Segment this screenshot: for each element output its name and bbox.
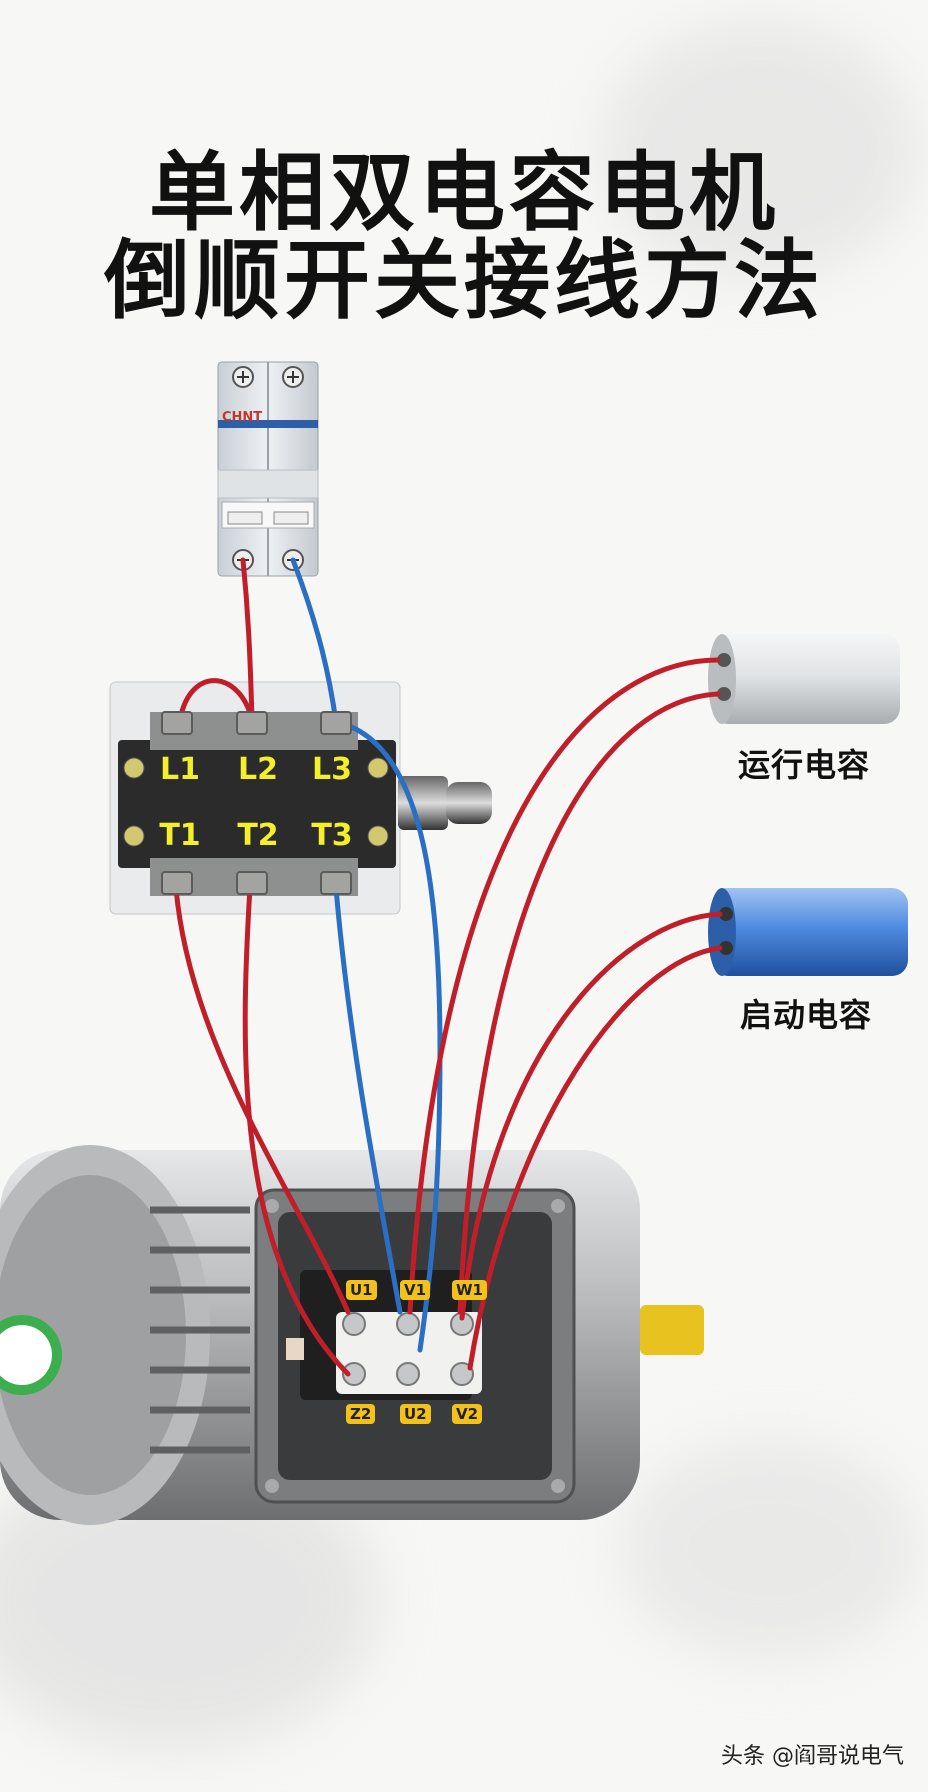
- terminal-label-t2: T2: [237, 818, 279, 853]
- terminal-label-l3: L3: [312, 752, 352, 787]
- motor-terminal-tag: V1: [400, 1280, 431, 1300]
- motor-terminal-tag: W1: [452, 1280, 487, 1300]
- breaker-brand: CHNT: [222, 410, 263, 425]
- neutral-wire: [290, 557, 339, 725]
- watermark: 头条 @阎哥说电气: [721, 1744, 904, 1769]
- run-capacitor-wire: [407, 657, 721, 1315]
- terminal-label-t3: T3: [311, 818, 353, 853]
- start-capacitor: [708, 888, 908, 976]
- run-capacitor-label: 运行电容: [738, 746, 871, 784]
- run-capacitor-wire: [457, 691, 721, 1315]
- start-capacitor-wire: [459, 911, 723, 1321]
- motor-terminal-tag: U2: [400, 1404, 431, 1424]
- live-wire: [177, 678, 255, 723]
- neutral-wire: [333, 885, 403, 1315]
- title-line-1: 单相双电容电机: [149, 143, 779, 243]
- run-capacitor: [708, 634, 900, 724]
- terminal-label-t1: T1: [159, 818, 201, 853]
- circuit-breaker: [217, 361, 319, 577]
- live-wire: [242, 885, 351, 1377]
- live-wire: [240, 557, 255, 723]
- terminal-label-l2: L2: [238, 752, 278, 787]
- motor: [0, 1145, 704, 1525]
- start-capacitor-label: 启动电容: [740, 996, 873, 1034]
- motor-terminal-tag: Z2: [346, 1404, 376, 1424]
- background-smudge: [600, 20, 920, 280]
- wires: [173, 557, 723, 1377]
- title-line-2: 倒顺开关接线方法: [104, 231, 824, 331]
- switch-terminal-screws: [161, 711, 352, 895]
- motor-terminal-tag: U1: [346, 1280, 377, 1300]
- background-smudge: [620, 1440, 920, 1660]
- motor-terminal-tag: V2: [452, 1404, 483, 1424]
- terminal-label-l1: L1: [160, 752, 200, 787]
- start-capacitor-wire: [467, 945, 723, 1371]
